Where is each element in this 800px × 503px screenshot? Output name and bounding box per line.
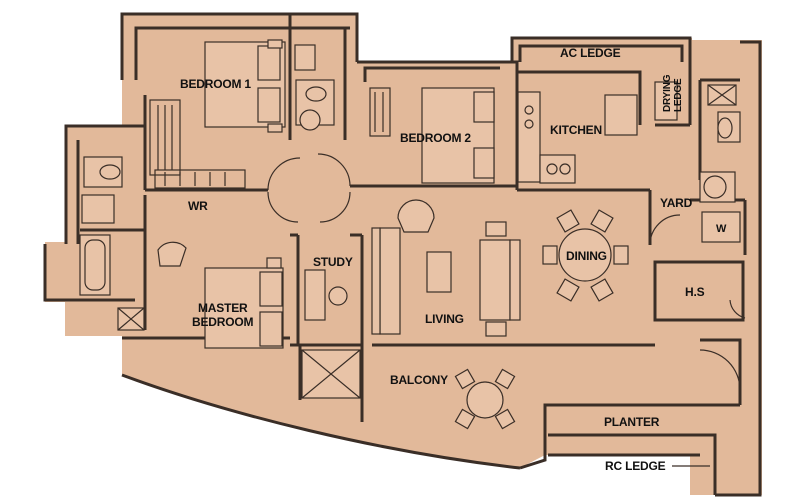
label-study: STUDY bbox=[313, 255, 353, 269]
label-balcony: BALCONY bbox=[390, 373, 448, 387]
furniture bbox=[79, 39, 741, 430]
label-drying-ledge-1: DRYING bbox=[662, 74, 673, 112]
label-master-1: MASTER bbox=[198, 301, 248, 315]
label-hs: H.S bbox=[685, 285, 705, 299]
label-master-2: BEDROOM bbox=[192, 315, 253, 329]
room-labels: BEDROOM 1 BEDROOM 2 AC LEDGE DRYING LEDG… bbox=[180, 46, 727, 473]
label-ac-ledge: AC LEDGE bbox=[560, 46, 621, 60]
label-drying-ledge-2: LEDGE bbox=[673, 78, 684, 112]
label-w: W bbox=[716, 223, 727, 235]
label-kitchen: KITCHEN bbox=[550, 123, 602, 137]
label-bedroom-1: BEDROOM 1 bbox=[180, 77, 251, 91]
wardrobe-marks bbox=[149, 87, 391, 189]
label-living: LIVING bbox=[425, 312, 464, 326]
label-bedroom-2: BEDROOM 2 bbox=[400, 131, 471, 145]
label-dining: DINING bbox=[566, 249, 607, 263]
walls bbox=[43, 12, 762, 497]
label-yard: YARD bbox=[660, 196, 693, 210]
label-wr: WR bbox=[188, 199, 208, 213]
label-planter: PLANTER bbox=[604, 415, 660, 429]
label-rc-ledge: RC LEDGE bbox=[605, 459, 666, 473]
